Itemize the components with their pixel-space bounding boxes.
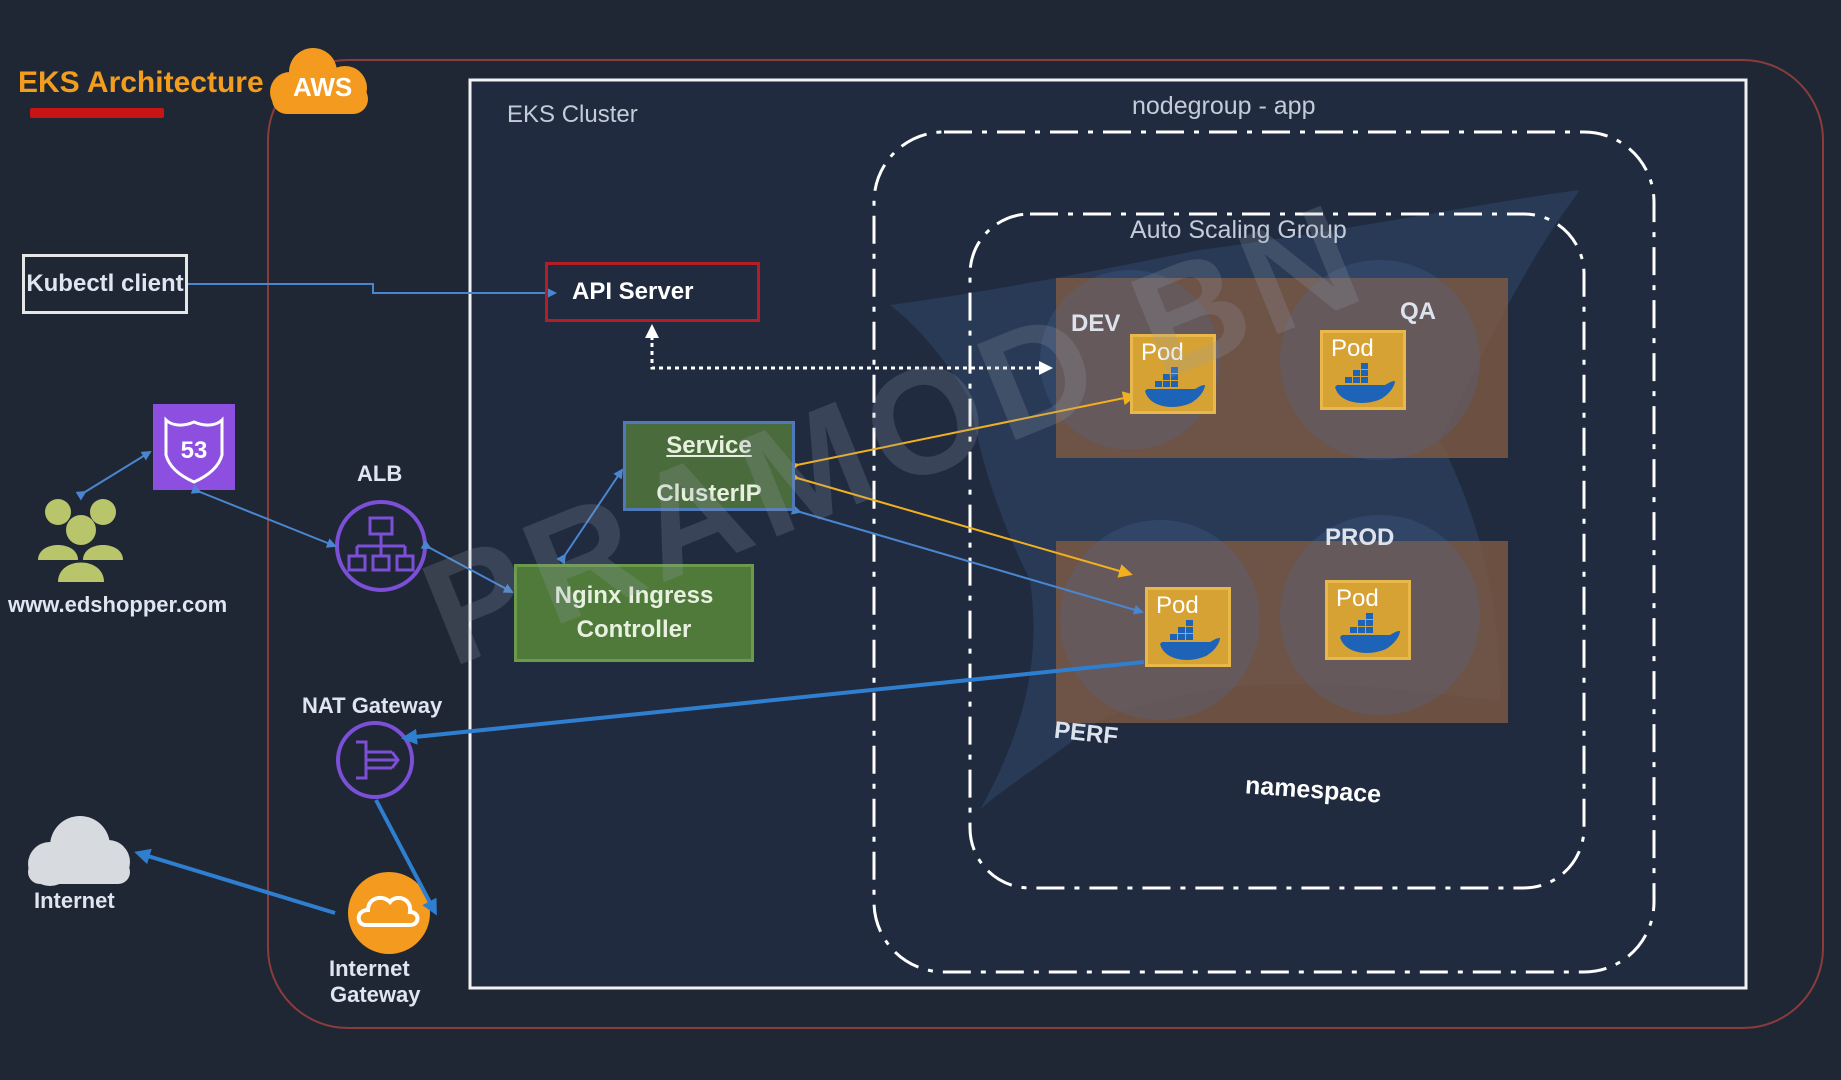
aws-cloud-badge [270, 48, 368, 114]
docker-whale-icon [1335, 363, 1395, 403]
alb-label: ALB [357, 461, 403, 486]
pod-prod: Pod [1325, 580, 1411, 660]
pod-label: Pod [1156, 592, 1199, 619]
users-domain-label: www.edshopper.com [8, 592, 228, 617]
kubectl-client-box: Kubectl client [22, 254, 188, 314]
arrow-api-nodegroup [650, 327, 1053, 375]
nodegroup-label: nodegroup - app [1132, 92, 1316, 120]
nginx-ingress-line1: Nginx Ingress [554, 582, 714, 609]
docker-whale-icon [1340, 613, 1400, 653]
igw-label-line2: Gateway [330, 982, 421, 1007]
arrow-pod-nat [401, 660, 1145, 745]
pod-qa: Pod [1320, 330, 1406, 410]
arrow-alb-ingress [420, 539, 514, 593]
kubectl-client-label: Kubectl client [26, 270, 184, 297]
users-icon [38, 499, 123, 582]
alb-icon [335, 500, 427, 592]
pod-dev: Pod [1130, 334, 1216, 414]
arrow-nat-igw [374, 799, 437, 916]
internet-gateway-icon [348, 872, 430, 954]
internet-label: Internet [34, 888, 115, 913]
route53-number: 53 [181, 437, 208, 464]
service-clusterip-box: Service ClusterIP [623, 421, 795, 511]
aws-badge-label: AWS [293, 72, 353, 102]
pod-label: Pod [1336, 585, 1379, 612]
arrow-route53-alb [190, 484, 337, 548]
env-label-prod: PROD [1325, 524, 1395, 551]
env-label-qa: QA [1400, 298, 1436, 325]
route53-icon: 53 [153, 404, 235, 490]
title-underline [30, 108, 164, 118]
docker-whale-icon [1160, 620, 1220, 660]
arrow-service-dev-pod [784, 391, 1137, 475]
nginx-ingress-line2: Controller [576, 616, 692, 643]
service-label: Service [666, 432, 752, 459]
auto-scaling-group-label: Auto Scaling Group [1130, 216, 1347, 244]
nat-gateway-label: NAT Gateway [302, 693, 443, 718]
diagram-title: EKS Architecture [18, 66, 264, 99]
arrow-users-route53 [75, 450, 152, 501]
nginx-ingress-controller-box: Nginx Ingress Controller [514, 564, 754, 662]
asg-boundary [968, 212, 1586, 890]
api-server-label: API Server [572, 278, 694, 305]
arrow-igw-internet [134, 848, 336, 915]
pod-label: Pod [1331, 335, 1374, 362]
clusterip-label: ClusterIP [656, 480, 762, 507]
pod-perf: Pod [1145, 587, 1231, 667]
nat-gateway-icon [336, 721, 414, 799]
internet-cloud-icon [28, 816, 130, 886]
arrow-ingress-service [556, 468, 624, 565]
pod-label: Pod [1141, 339, 1184, 366]
docker-whale-icon [1145, 367, 1205, 407]
igw-label-line1: Internet [329, 956, 410, 981]
arrow-kubectl-api [188, 283, 557, 298]
eks-cluster-box [468, 78, 1748, 990]
eks-cluster-label: EKS Cluster [507, 101, 638, 128]
api-server-box: API Server [545, 262, 760, 322]
arrow-service-prod [784, 468, 1133, 578]
env-label-dev: DEV [1071, 310, 1121, 337]
